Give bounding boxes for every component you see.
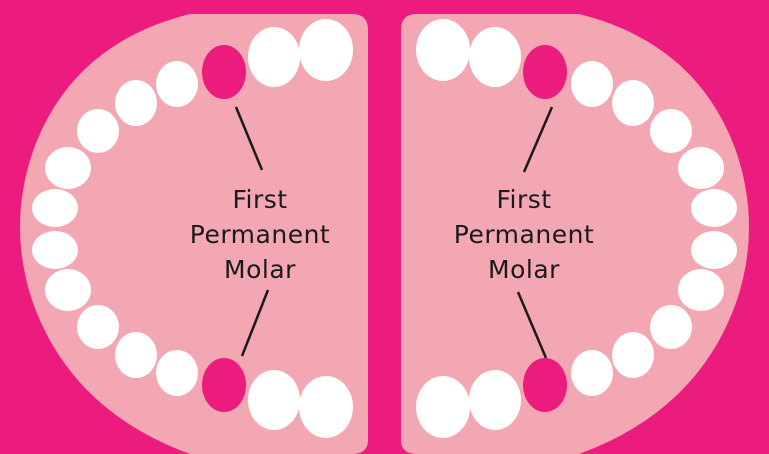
left-tooth — [45, 147, 91, 189]
right-tooth — [691, 231, 737, 269]
left-tooth — [115, 332, 157, 378]
right-tooth — [678, 147, 724, 189]
right-tooth — [650, 109, 692, 153]
right-first-permanent-molar — [523, 358, 567, 412]
left-label-line-3: Molar — [160, 252, 360, 287]
left-tooth — [32, 189, 78, 227]
left-tooth — [77, 305, 119, 349]
left-first-permanent-molar — [202, 358, 246, 412]
right-tooth — [469, 27, 521, 87]
right-tooth — [691, 189, 737, 227]
left-tooth — [248, 370, 300, 430]
left-tooth — [299, 376, 353, 438]
right-tooth — [416, 376, 470, 438]
right-tooth — [612, 332, 654, 378]
right-first-permanent-molar — [523, 45, 567, 99]
right-tooth — [571, 350, 613, 396]
right-label-line-2: Permanent — [424, 217, 624, 252]
right-label-line-1: First — [424, 182, 624, 217]
right-tooth — [678, 269, 724, 311]
left-tooth — [156, 350, 198, 396]
left-first-permanent-molar — [202, 45, 246, 99]
left-molar-label: First Permanent Molar — [160, 182, 360, 287]
left-tooth — [248, 27, 300, 87]
right-tooth — [416, 19, 470, 81]
right-tooth — [571, 61, 613, 107]
right-tooth — [612, 80, 654, 126]
right-molar-label: First Permanent Molar — [424, 182, 624, 287]
right-tooth — [469, 370, 521, 430]
left-label-line-2: Permanent — [160, 217, 360, 252]
left-tooth — [32, 231, 78, 269]
left-tooth — [77, 109, 119, 153]
right-label-line-3: Molar — [424, 252, 624, 287]
left-tooth — [156, 61, 198, 107]
left-tooth — [299, 19, 353, 81]
left-tooth — [45, 269, 91, 311]
left-label-line-1: First — [160, 182, 360, 217]
right-tooth — [650, 305, 692, 349]
left-tooth — [115, 80, 157, 126]
